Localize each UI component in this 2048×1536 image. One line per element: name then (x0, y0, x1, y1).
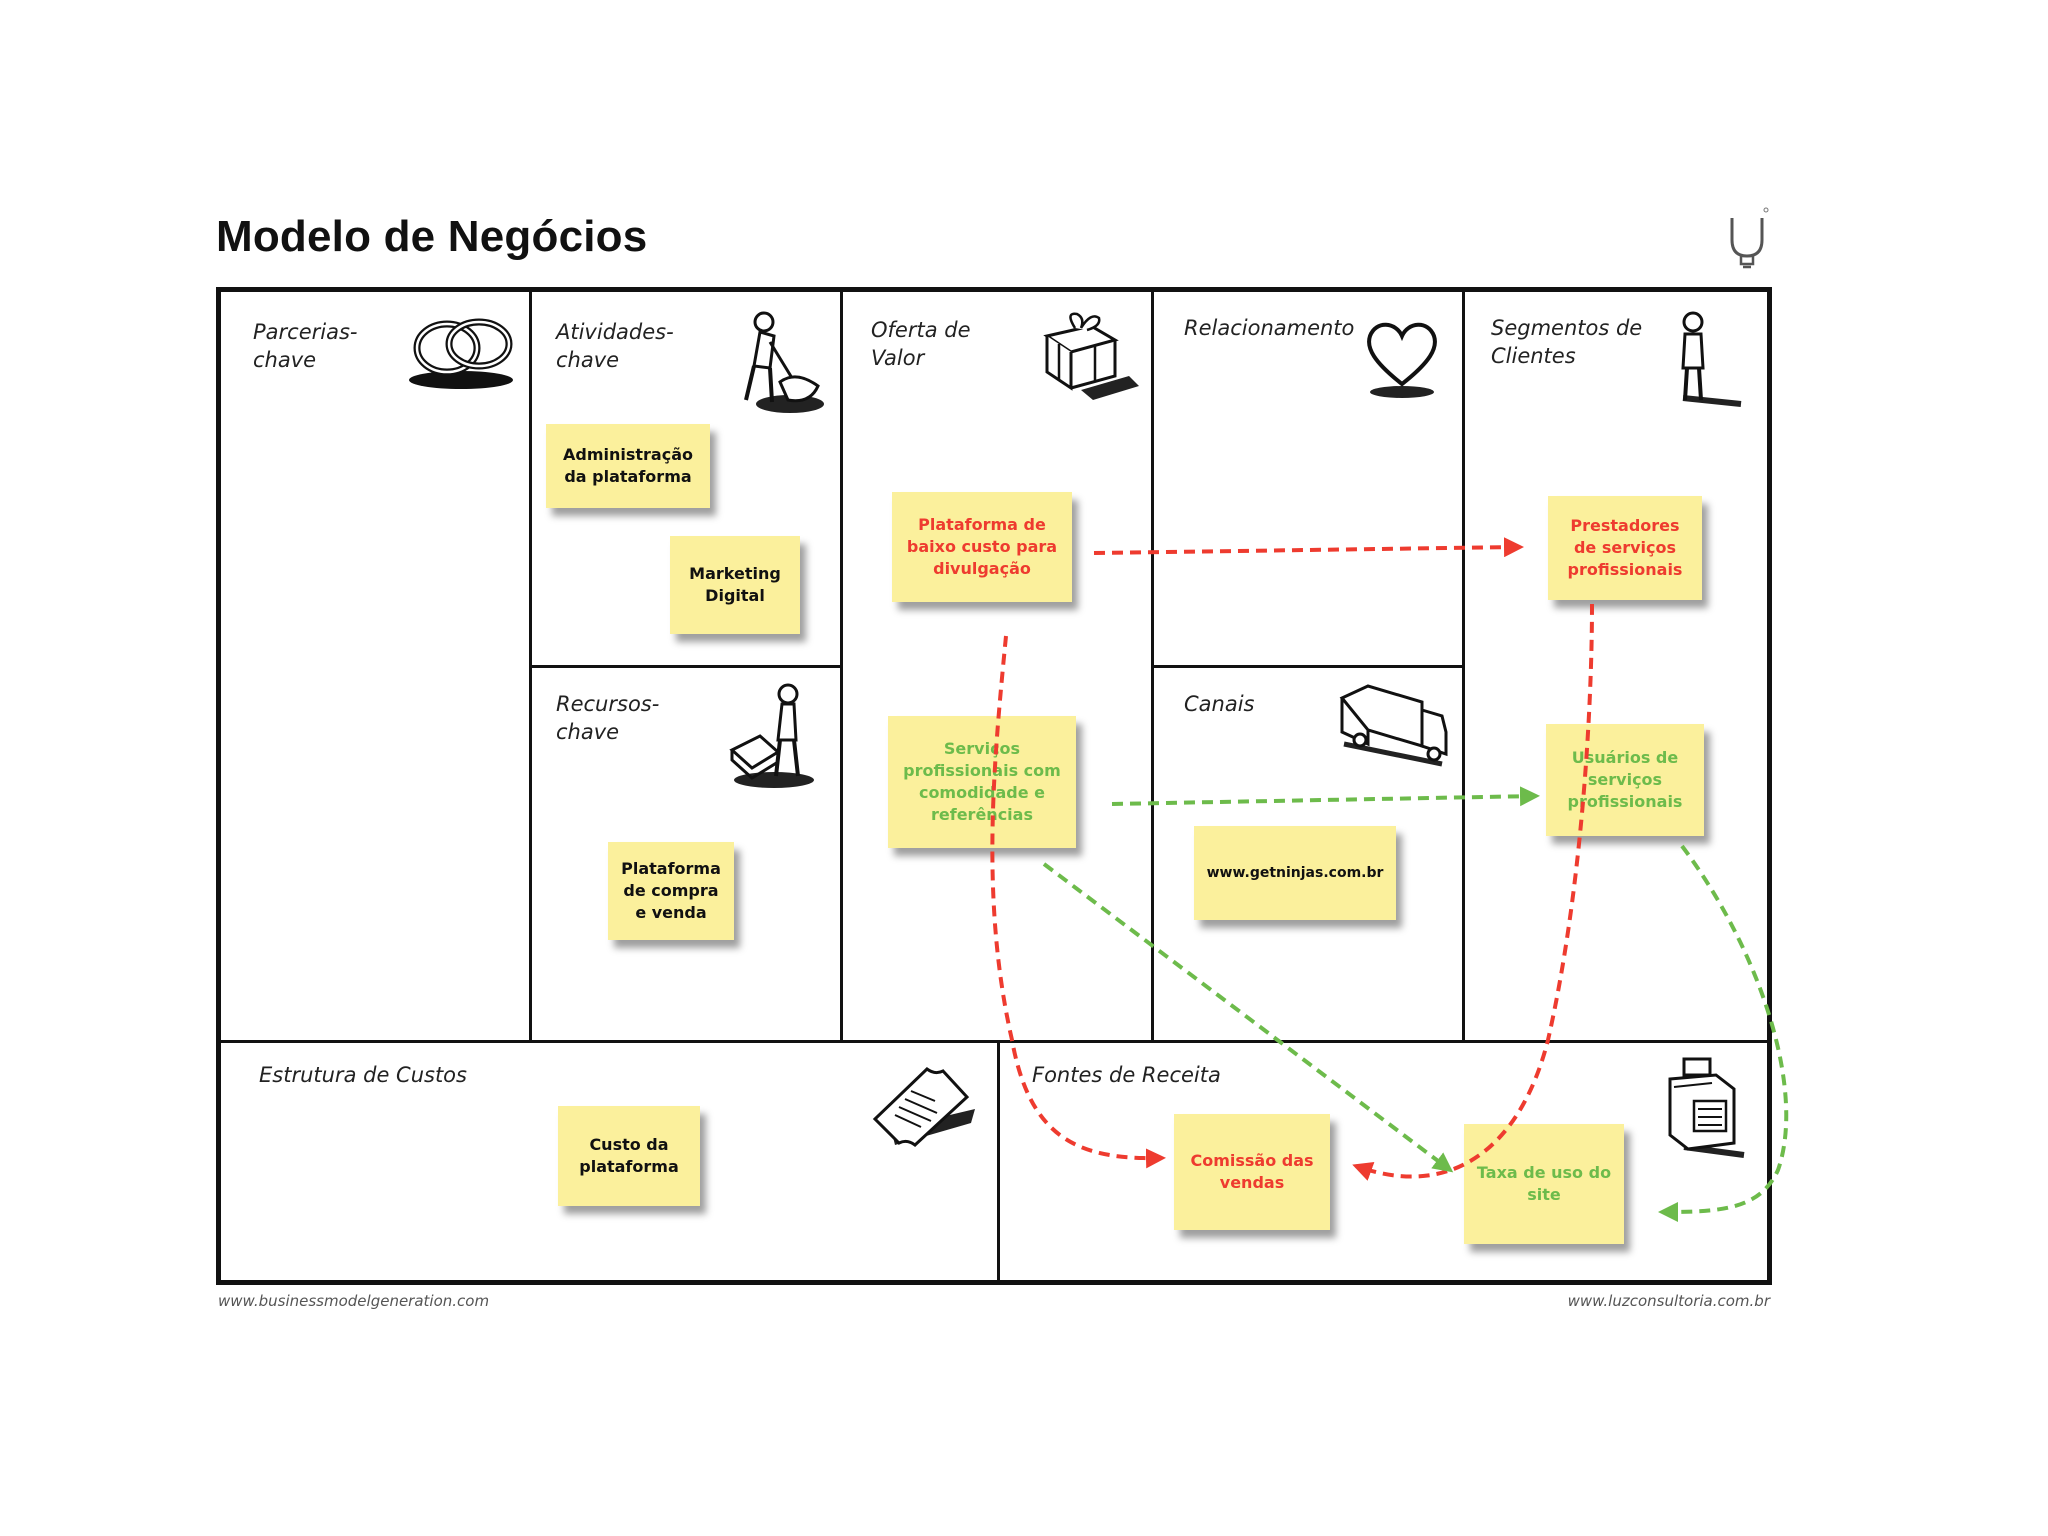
note-service-providers: Prestadores de serviços profissionais (1548, 496, 1702, 600)
note-professional-services: Serviços profissionais com comodidade e … (888, 716, 1076, 848)
cost-structure-block: Estrutura de Custos (221, 1040, 997, 1280)
revenue-streams-label: Fontes de Receita (1032, 1063, 1221, 1087)
cash-register-icon (1668, 1057, 1745, 1158)
worker-icon (744, 311, 824, 413)
value-proposition-block: Oferta de Valor (840, 292, 1151, 1040)
note-digital-marketing: Marketing Digital (670, 536, 800, 634)
truck-icon (1339, 684, 1448, 767)
note-website: www.getninjas.com.br (1194, 826, 1396, 920)
key-partners-block: Parcerias- chave (221, 292, 529, 1040)
note-admin-platform: Administração da plataforma (546, 424, 710, 508)
page-title: Modelo de Negócios (216, 212, 648, 261)
note-site-usage-fee: Taxa de uso do site (1464, 1124, 1624, 1244)
person-icon (1681, 311, 1742, 407)
value-proposition-label: Oferta de Valor (871, 318, 971, 370)
note-sales-commission: Comissão das vendas (1174, 1114, 1330, 1230)
cost-structure-label: Estrutura de Custos (259, 1063, 467, 1087)
note-trade-platform: Plataforma de compra e venda (608, 842, 734, 940)
key-partners-label: Parcerias- chave (253, 320, 358, 372)
key-activities-block: Atividades- chave (529, 292, 840, 665)
key-resources-label: Recursos- chave (556, 692, 660, 744)
receipt-icon (872, 1067, 975, 1147)
key-activities-label: Atividades- chave (556, 320, 674, 372)
chain-links-icon (409, 318, 513, 389)
heart-icon (1367, 322, 1437, 398)
key-resources-block: Recursos- chave (529, 665, 840, 1040)
person-with-machine-icon (729, 683, 814, 788)
customer-segments-block: Segmentos de Clientes (1462, 292, 1767, 1040)
note-service-users: Usuários de serviços profissionais (1546, 724, 1704, 836)
customer-segments-label: Segmentos de Clientes (1491, 316, 1643, 368)
footer-left-url[interactable]: www.businessmodelgeneration.com (218, 1292, 490, 1310)
note-platform-cost: Custo da plataforma (558, 1106, 700, 1206)
note-low-cost-platform: Plataforma de baixo custo para divulgaçã… (892, 492, 1072, 602)
relationship-block: Relacionamento (1151, 292, 1462, 665)
revenue-streams-block: Fontes de Receita (997, 1040, 1767, 1280)
relationship-label: Relacionamento (1184, 316, 1355, 340)
channels-label: Canais (1184, 692, 1255, 716)
gift-box-icon (1043, 312, 1139, 400)
lightbulb-logo-icon (1730, 207, 1769, 269)
footer-right-url[interactable]: www.luzconsultoria.com.br (1567, 1292, 1770, 1310)
